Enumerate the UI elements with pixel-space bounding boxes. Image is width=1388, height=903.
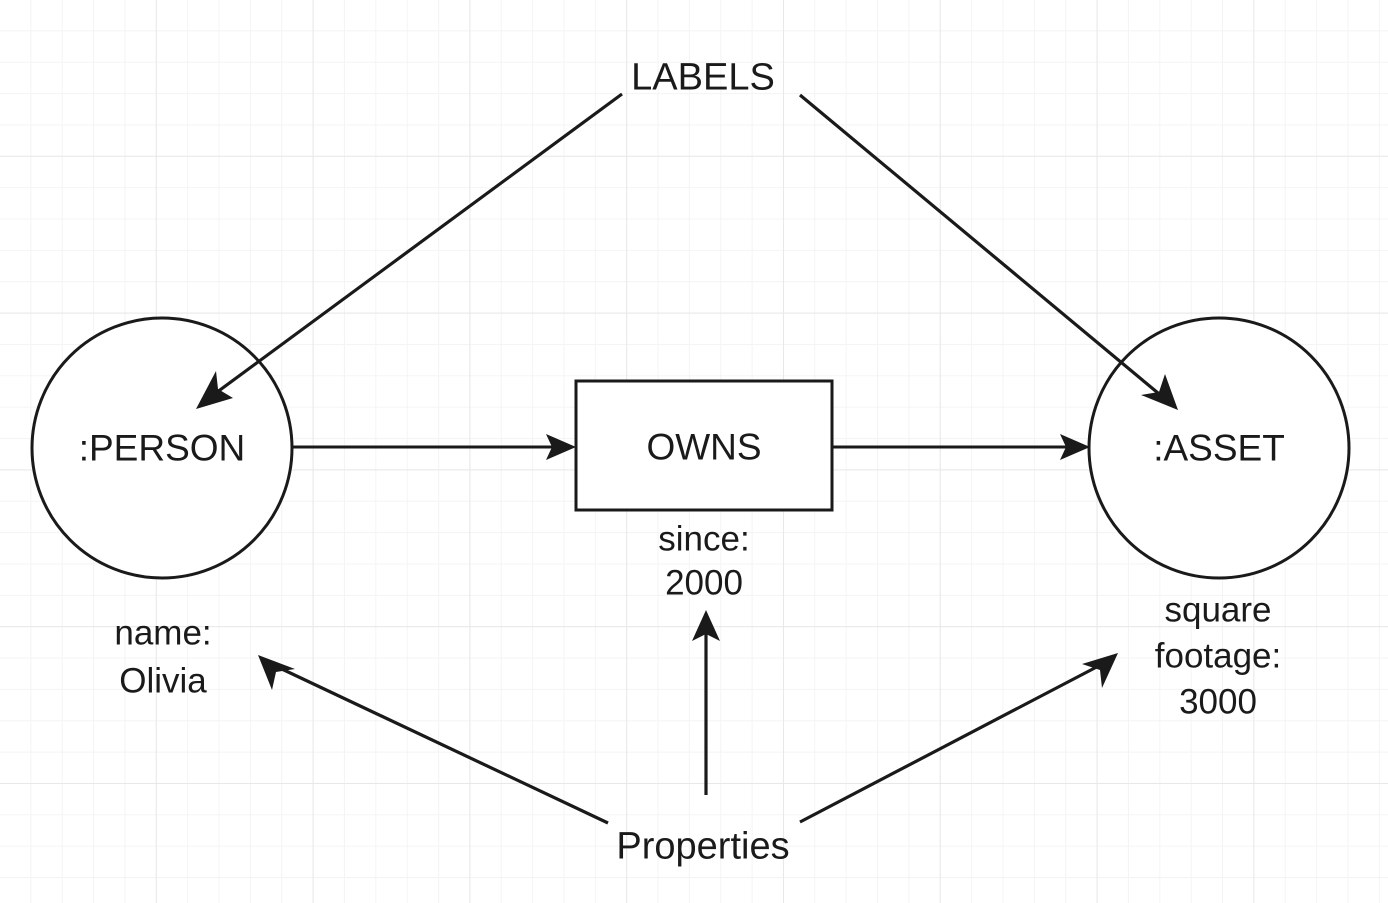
property-asset-key-line1: square bbox=[1164, 590, 1272, 630]
edge-owns-to-asset-arrowhead bbox=[1060, 434, 1090, 460]
heading-labels: LABELS bbox=[631, 56, 775, 99]
node-asset-label: :ASSET bbox=[1153, 427, 1285, 469]
node-person-label: :PERSON bbox=[78, 427, 246, 469]
property-asset-key-line2: footage: bbox=[1154, 636, 1282, 676]
property-asset-value: 3000 bbox=[1179, 682, 1257, 722]
relationship-owns-label: OWNS bbox=[646, 426, 762, 468]
pointer-properties-to-rel-props-arrowhead bbox=[692, 610, 720, 641]
pointer-properties-to-asset-props bbox=[799, 658, 1111, 824]
heading-properties: Properties bbox=[616, 825, 790, 868]
pointer-labels-to-person-arrowhead bbox=[196, 371, 233, 409]
property-person-key: name: bbox=[114, 613, 212, 653]
edge-person-to-owns-arrowhead bbox=[546, 434, 576, 460]
relationship-owns-box[interactable] bbox=[574, 379, 834, 512]
pointer-properties-to-person-props-arrowhead bbox=[258, 655, 295, 690]
pointer-labels-to-asset-arrowhead bbox=[1141, 374, 1178, 410]
pointer-properties-to-asset-props-arrowhead bbox=[1082, 653, 1118, 688]
property-owns-value: 2000 bbox=[665, 563, 743, 603]
property-owns-key: since: bbox=[658, 519, 750, 559]
pointer-properties-to-person-props bbox=[266, 660, 609, 825]
node-asset-circle[interactable] bbox=[1087, 316, 1351, 580]
property-person-value: Olivia bbox=[119, 661, 207, 701]
pointer-labels-to-person bbox=[204, 92, 623, 403]
pointer-labels-to-asset bbox=[798, 93, 1172, 405]
